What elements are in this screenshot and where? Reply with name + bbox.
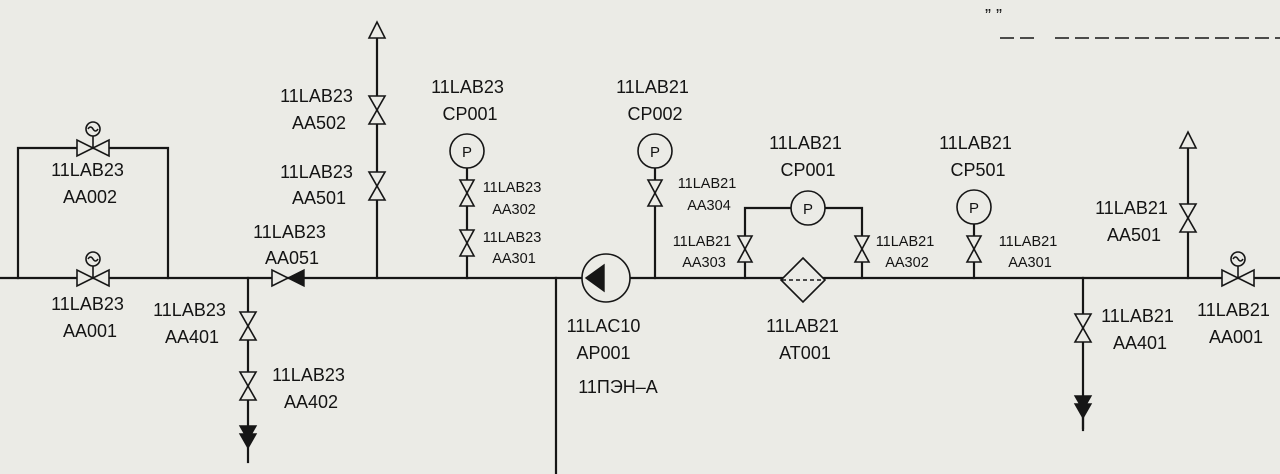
gate-valve-icon	[646, 179, 664, 207]
valve-label: 11LAB23 AA001	[51, 294, 129, 341]
pump-label: 11LAC10 AP001 11ПЭН–А	[567, 316, 658, 397]
pump-icon	[581, 253, 631, 303]
valve-label: 11LAB23 AA302	[483, 180, 546, 218]
drain-arrow-down-icon	[1073, 395, 1093, 432]
valve-label: 11LAB23 AA501	[280, 162, 358, 208]
gate-valve-icon	[238, 371, 258, 401]
valve-label: 11LAB21 AA304	[678, 176, 741, 214]
svg-text:P: P	[462, 144, 472, 161]
pressure-gauge-icon: P	[449, 133, 485, 169]
gauge-label: 11LAB21 CP501	[939, 133, 1017, 180]
valve-label: 11LAB21 AA303	[673, 234, 736, 271]
motorized-valve-icon	[1221, 251, 1255, 288]
gate-valve-icon	[1073, 313, 1093, 343]
valve-label: 11LAB23 AA401	[153, 300, 231, 347]
svg-text:P: P	[803, 201, 813, 218]
svg-text:P: P	[650, 144, 660, 161]
motorized-valve-icon	[76, 251, 110, 288]
svg-text:P: P	[969, 200, 979, 217]
gate-valve-icon	[1178, 203, 1198, 233]
valve-label: 11LAB21 AA301	[999, 234, 1062, 271]
valve-label: 11LAB23 AA502	[280, 86, 358, 133]
valve-label: 11LAB21 AA001	[1197, 300, 1275, 347]
motorized-valve-icon	[76, 121, 110, 158]
vent-arrow-up-icon	[367, 20, 387, 39]
valve-label: 11LAB21 AA401	[1101, 306, 1179, 353]
valve-label: 11LAB23 AA051	[253, 222, 331, 268]
gauge-label: 11LAB21 CP001	[769, 133, 847, 180]
pressure-gauge-icon: P	[790, 190, 826, 226]
header-quote-marks: ” ”	[985, 6, 1002, 26]
gauge-label: 11LAB21 CP002	[616, 77, 694, 124]
dp-loop-left	[743, 206, 792, 280]
gauge-label: 11LAB23 CP001	[431, 77, 509, 124]
valve-label: 11LAB21 AA302	[876, 234, 939, 271]
valve-label: 11LAB23 AA002	[51, 160, 129, 207]
gate-valve-icon	[458, 229, 476, 257]
valve-label: 11LAB23 AA402	[272, 365, 350, 412]
gate-valve-icon	[458, 179, 476, 207]
filter-icon	[779, 256, 827, 304]
valve-label: 11LAB21 AA501	[1095, 198, 1173, 245]
gate-valve-icon	[853, 235, 871, 263]
gate-valve-icon	[367, 95, 387, 125]
gate-valve-icon	[238, 311, 258, 341]
check-valve-icon	[271, 268, 305, 288]
pressure-gauge-icon: P	[956, 189, 992, 225]
gate-valve-icon	[736, 235, 754, 263]
drain-arrow-down-icon	[238, 425, 258, 464]
vent-arrow-up-icon	[1178, 130, 1198, 149]
gate-valve-icon	[367, 171, 387, 201]
gate-valve-icon	[965, 235, 983, 263]
pressure-gauge-icon: P	[637, 133, 673, 169]
filter-label: 11LAB21 AT001	[766, 316, 844, 363]
dp-loop-right	[824, 206, 864, 280]
valve-label: 11LAB23 AA301	[483, 230, 546, 267]
